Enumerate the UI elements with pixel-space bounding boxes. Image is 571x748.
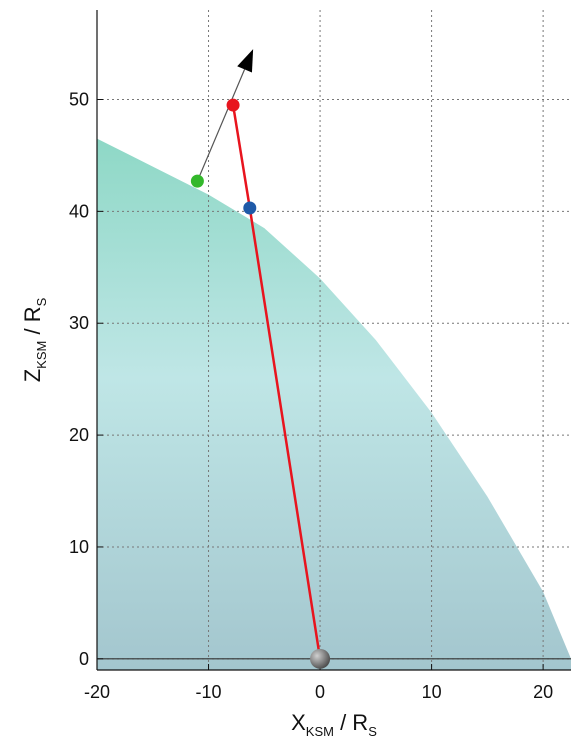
y-tick-label: 20: [69, 425, 89, 445]
y-tick-label: 10: [69, 537, 89, 557]
green-point: [190, 174, 204, 188]
axes: [96, 10, 571, 671]
shaded-region: [97, 138, 571, 670]
y-axis-title: ZKSM / RS: [20, 297, 49, 382]
red-point: [226, 98, 240, 112]
y-tick-label: 30: [69, 313, 89, 333]
x-tick-label: 0: [315, 682, 325, 702]
points-layer: [190, 98, 331, 669]
y-tick-label: 0: [79, 649, 89, 669]
x-tick-label: 10: [422, 682, 442, 702]
tick-labels: -20 -10 0 10 20 0 10 20 30 40 50: [69, 89, 553, 702]
direction-arrow-shaft: [196, 69, 246, 182]
y-tick-label: 50: [69, 89, 89, 109]
x-axis-title: XKSM / RS: [291, 710, 377, 739]
y-tick-label: 40: [69, 201, 89, 221]
direction-arrow-head: [237, 49, 254, 73]
x-tick-label: -10: [196, 682, 222, 702]
blue-point: [243, 201, 257, 215]
x-tick-label: 20: [533, 682, 553, 702]
saturn-marker: [310, 648, 331, 669]
magnetosphere-region: [97, 138, 571, 670]
x-tick-label: -20: [84, 682, 110, 702]
